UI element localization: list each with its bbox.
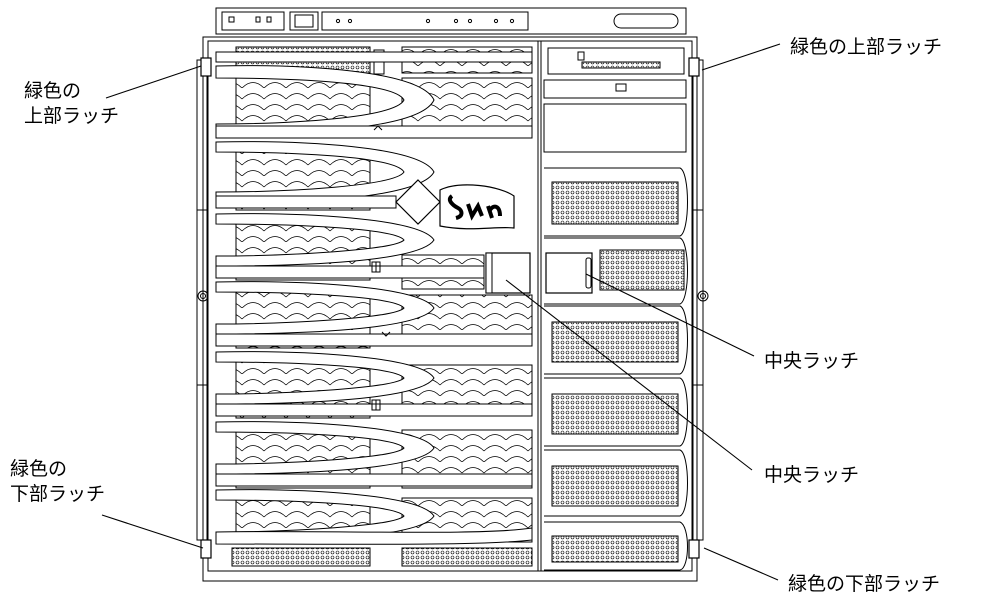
right-thumbscrew: [697, 290, 709, 302]
green-upper-latch-right[interactable]: [688, 57, 700, 77]
left-bay-connectors: [371, 125, 391, 411]
label-center-latch-1: 中央ラッチ: [764, 350, 859, 372]
label-center-latch-2: 中央ラッチ: [764, 464, 859, 486]
green-lower-latch-left[interactable]: [200, 539, 212, 559]
leader-upper-left: [105, 65, 202, 99]
leader-upper-right: [701, 43, 781, 71]
center-latch-left[interactable]: [485, 252, 531, 294]
label-upper-left-line2: 上部ラッチ: [24, 105, 119, 127]
leader-lower-left: [101, 514, 204, 549]
left-thumbscrew: [197, 290, 209, 302]
label-lower-left-line1: 緑色の: [10, 458, 67, 480]
center-latch-right[interactable]: [545, 252, 593, 294]
leader-lower-right: [703, 547, 779, 581]
leader-lines: [101, 43, 781, 581]
sun-logo: [395, 179, 515, 230]
green-upper-latch-left[interactable]: [200, 57, 212, 77]
left-bay-handles: [215, 51, 533, 545]
label-lower-right: 緑色の下部ラッチ: [788, 573, 940, 595]
top-control-panel: [215, 7, 687, 35]
leader-center-2: [505, 279, 753, 471]
label-lower-left-line2: 下部ラッチ: [10, 483, 105, 505]
drive-bay-grilles: [551, 181, 685, 563]
callout-labels: 緑色の 上部ラッチ 緑色の上部ラッチ 中央ラッチ 中央ラッチ 緑色の 下部ラッチ…: [10, 36, 942, 595]
right-bay: [543, 47, 688, 571]
label-upper-right: 緑色の上部ラッチ: [790, 36, 942, 58]
label-upper-left-line1: 緑色の: [24, 80, 81, 102]
leader-center-1: [585, 273, 755, 357]
green-lower-latch-right[interactable]: [688, 539, 700, 559]
status-led-row: [335, 18, 515, 24]
